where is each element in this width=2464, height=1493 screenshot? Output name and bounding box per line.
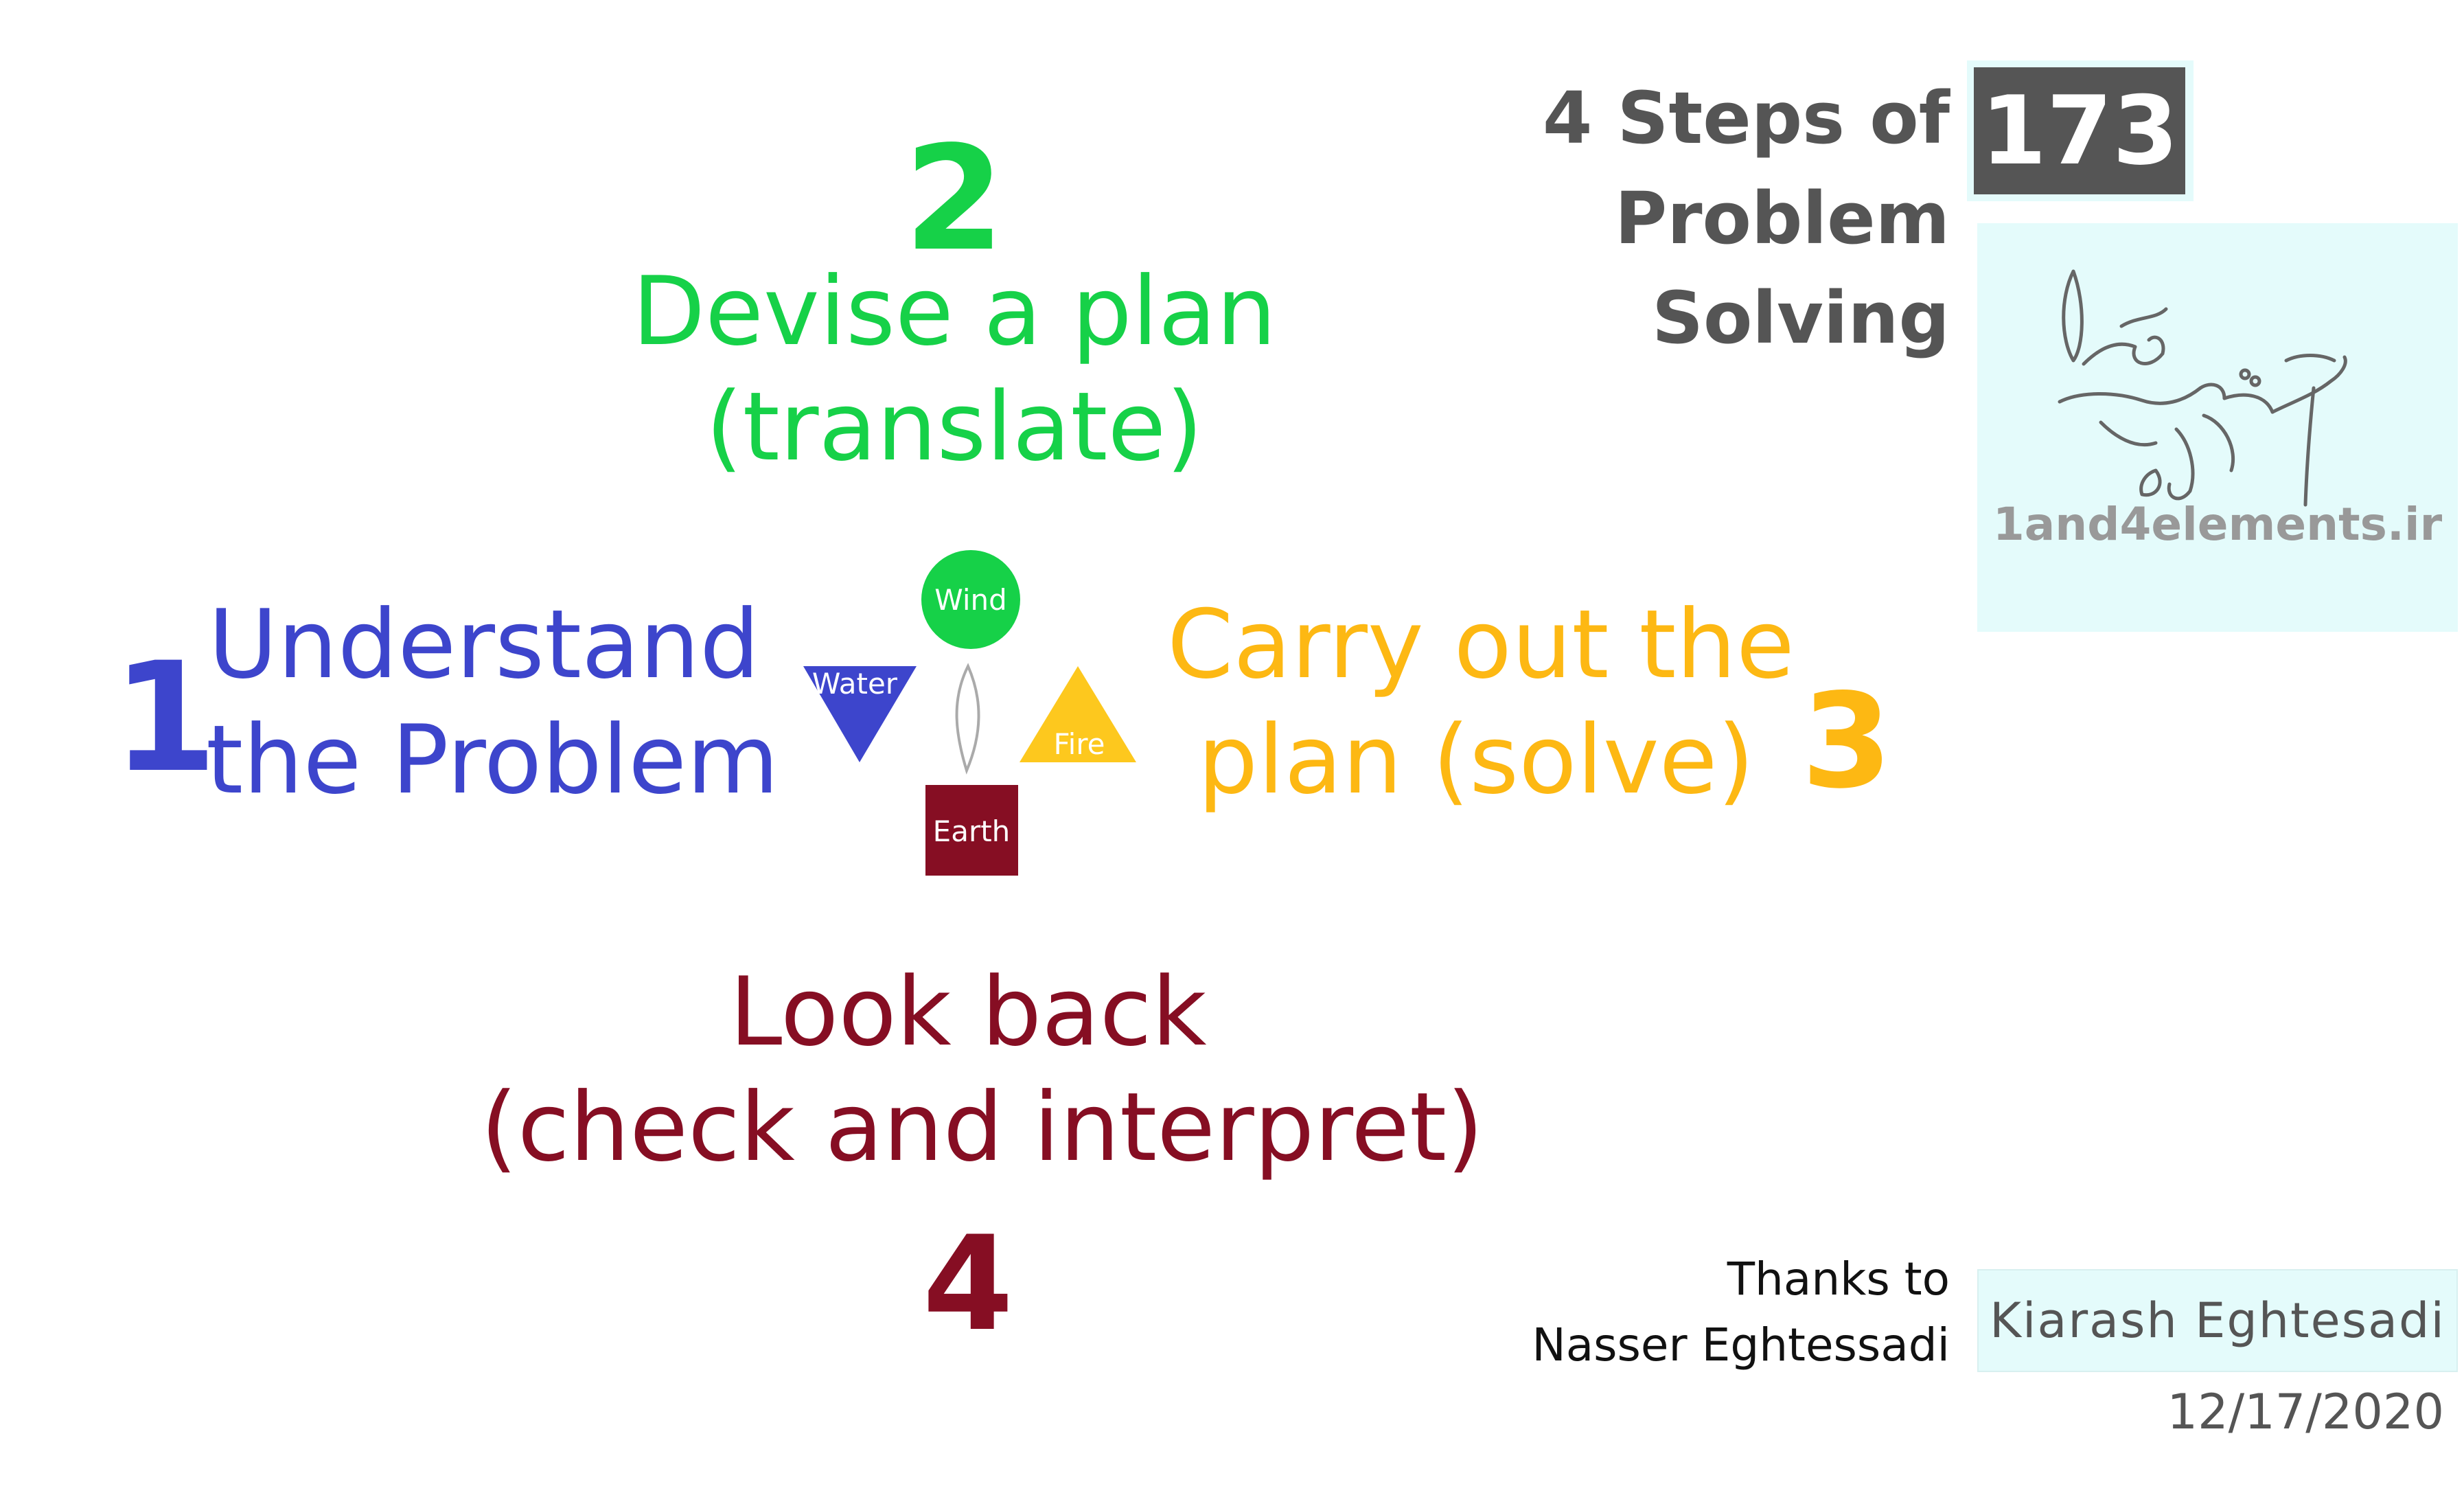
author-name-box: Kiarash Eghtesadi bbox=[1977, 1269, 2458, 1372]
step-label-look-line2: (check and interpret) bbox=[481, 1072, 1484, 1183]
author-name: Kiarash Eghtesadi bbox=[1990, 1292, 2445, 1349]
step-label-understand: Understand the Problem bbox=[206, 587, 779, 819]
fire-triangle-icon bbox=[1020, 666, 1136, 762]
water-label: Water bbox=[812, 667, 898, 700]
step-label-carry-line2: plan (solve) bbox=[1197, 705, 1755, 816]
four-elements-diagram: Wind Water Fire Earth bbox=[803, 550, 1136, 876]
calligraphy-logo-icon bbox=[2058, 269, 2347, 507]
date-text: 12/17/2020 bbox=[2167, 1384, 2444, 1440]
logo-site-url: 1and4elements.ir bbox=[1992, 498, 2443, 551]
thanks-line1: Thanks to bbox=[1727, 1253, 1950, 1306]
step-label-carry-line1: Carry out the bbox=[1167, 589, 1795, 700]
step-number-3: 3 bbox=[1801, 665, 1893, 817]
thanks-text: Thanks to Nasser Eghtessadi bbox=[1483, 1246, 1950, 1378]
step-number-2: 2 bbox=[903, 115, 1005, 283]
earth-label: Earth bbox=[933, 814, 1011, 848]
step-number-4: 4 bbox=[922, 1208, 1014, 1360]
logo-panel: 1and4elements.ir bbox=[1977, 223, 2458, 632]
fire-label: Fire bbox=[1054, 727, 1105, 761]
earth-square-icon bbox=[925, 785, 1018, 876]
step-label-devise: Devise a plan (translate) bbox=[604, 254, 1304, 486]
step-label-devise-line2: (translate) bbox=[705, 372, 1204, 483]
issue-number: 173 bbox=[1974, 67, 2185, 194]
title-line2: Problem bbox=[1615, 176, 1950, 260]
step-label-look-line1: Look back bbox=[729, 957, 1207, 1067]
step-label-understand-line1: Understand bbox=[208, 589, 760, 700]
step-label-look: Look back (check and interpret) bbox=[481, 955, 1484, 1186]
title-line3: Solving bbox=[1652, 276, 1950, 361]
title-line1: 4 Steps of bbox=[1543, 76, 1950, 160]
flame-outline-icon bbox=[955, 663, 980, 775]
page-title: 4 Steps of Problem Solving bbox=[1524, 69, 1950, 369]
water-triangle-icon bbox=[803, 666, 917, 762]
step-label-carry: Carry out the plan (solve) bbox=[1167, 587, 1795, 819]
step-label-devise-line1: Devise a plan bbox=[632, 256, 1277, 367]
step-label-understand-line2: the Problem bbox=[206, 705, 779, 816]
thanks-line2: Nasser Eghtessadi bbox=[1532, 1318, 1950, 1371]
wind-label: Wind bbox=[934, 583, 1007, 617]
step-number-1: 1 bbox=[112, 630, 218, 806]
wind-circle-icon bbox=[921, 550, 1020, 649]
issue-number-badge: 173 bbox=[1967, 60, 2194, 201]
